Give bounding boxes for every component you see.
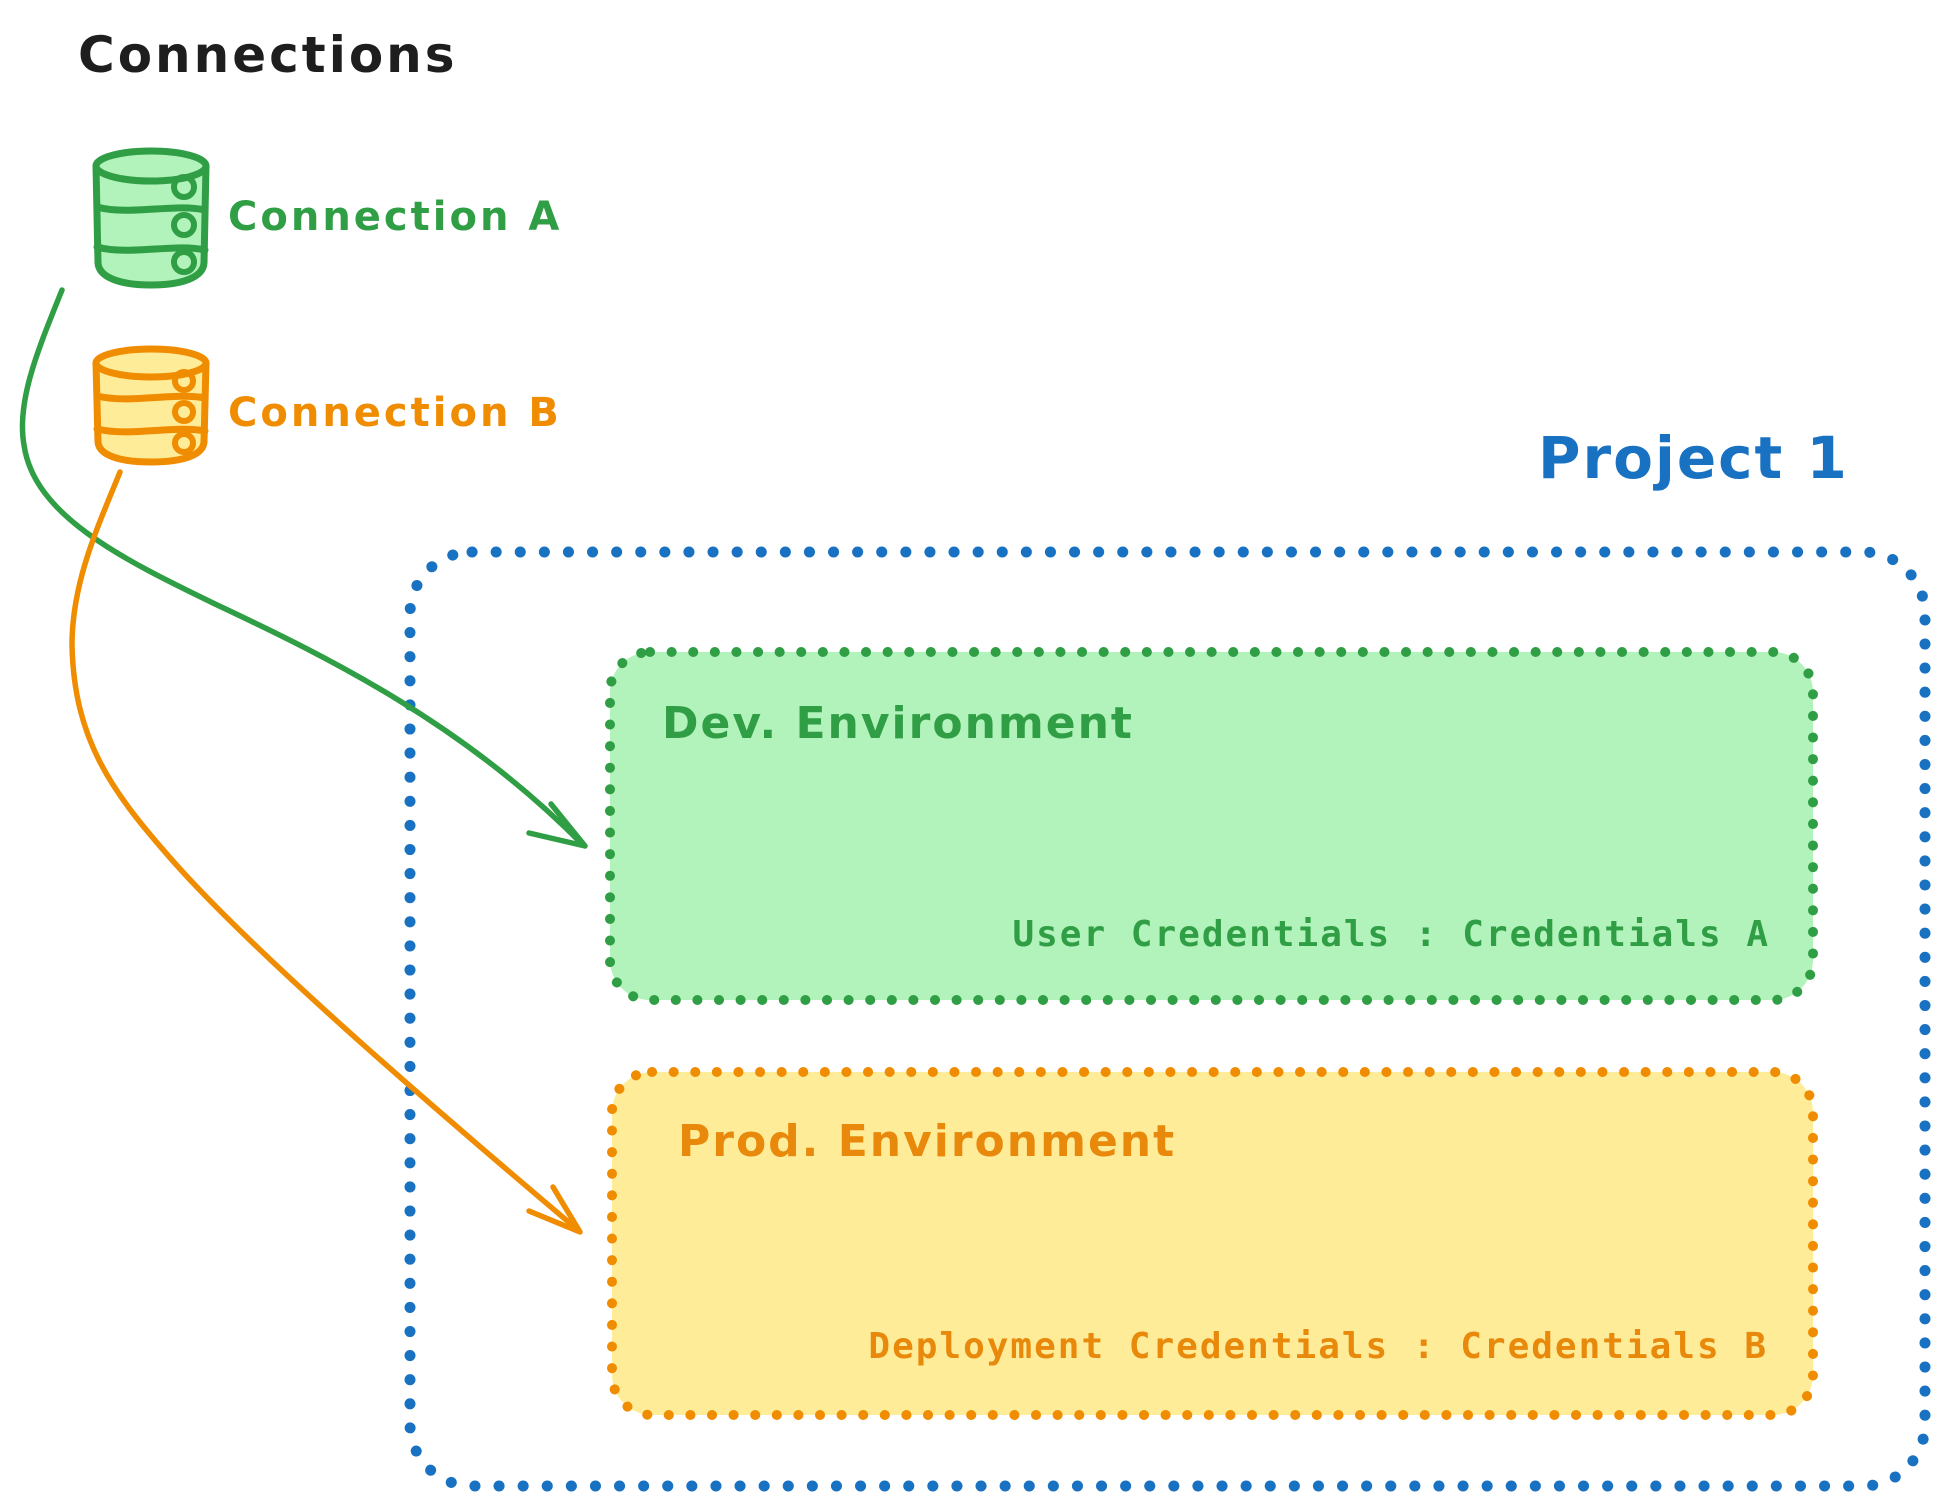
dev-environment-box — [605, 647, 1818, 1005]
connection-a-label: Connection A — [228, 194, 563, 240]
prod-environment-title: Prod. Environment — [678, 1116, 1177, 1167]
connection-b-label: Connection B — [228, 390, 562, 436]
diagram-title: Connections — [78, 26, 458, 84]
project-box — [404, 546, 1931, 1492]
dev-credentials-text: User Credentials : Credentials A — [1012, 914, 1770, 955]
database-icon — [92, 345, 210, 466]
prod-credentials-text: Deployment Credentials : Credentials B — [868, 1326, 1768, 1367]
connection-b-arrow — [69, 469, 583, 1235]
database-icon — [92, 147, 210, 289]
connection-a-arrow — [19, 287, 588, 849]
arrowhead-icon — [526, 801, 588, 849]
project-title: Project 1 — [1538, 424, 1849, 492]
dev-environment-title: Dev. Environment — [662, 698, 1134, 749]
arrowhead-icon — [526, 1184, 583, 1235]
prod-environment-box — [607, 1067, 1818, 1420]
